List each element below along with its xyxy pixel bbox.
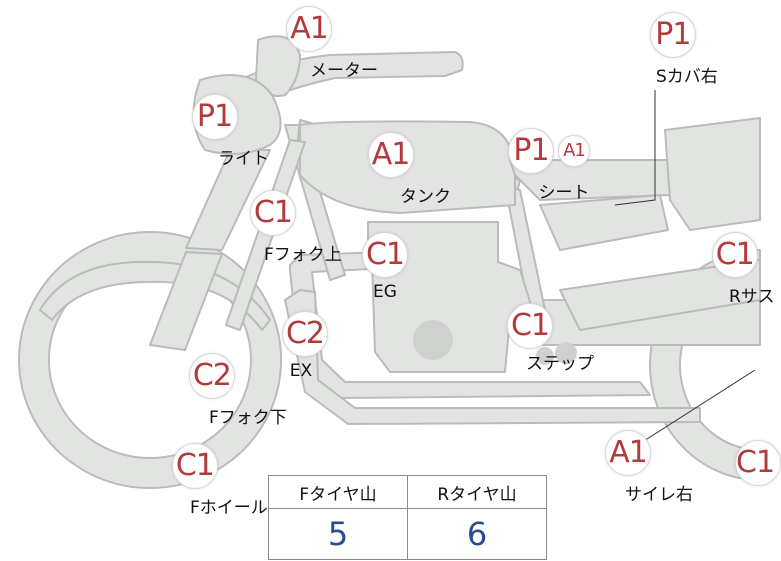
part-muffler-right[interactable]: A1 サイレ右 — [563, 430, 693, 505]
engine-label: EG — [373, 282, 397, 302]
exhaust-label: EX — [289, 361, 313, 381]
rear-frame-shape — [559, 259, 761, 331]
fork-upper-grade: C1 — [249, 190, 296, 236]
part-exhaust[interactable]: C2 EX — [282, 311, 328, 381]
muffler-label: サイレ右 — [625, 485, 693, 505]
part-rear-wheel[interactable]: C1 — [735, 440, 781, 486]
fork-lower-label: Fフォク下 — [209, 408, 287, 428]
light-grade: P1 — [191, 94, 238, 140]
seat-grade: P1 — [508, 128, 554, 174]
exhaust-pipe-lower — [284, 289, 701, 425]
part-meter[interactable]: A1 メーター — [240, 6, 378, 81]
exhaust-grade: C2 — [282, 311, 328, 357]
part-light[interactable]: P1 ライト — [160, 94, 269, 169]
part-tank[interactable]: A1 タンク — [330, 132, 451, 207]
rear-sus-grade: C1 — [711, 232, 758, 278]
tank-grade: A1 — [367, 132, 414, 178]
front-fork-lower — [149, 251, 223, 351]
rear-wheel-grade: C1 — [735, 440, 781, 486]
step-grade: C1 — [507, 303, 553, 349]
engine-grade: C1 — [362, 232, 408, 278]
rear-sus-label: Rサス — [729, 287, 775, 307]
front-wheel-grade: C1 — [171, 443, 218, 489]
part-step[interactable]: C1 ステップ — [466, 303, 594, 374]
tire-tread-table: Fタイヤ山 Rタイヤ山 5 6 — [268, 475, 547, 560]
part-seat[interactable]: P1 A1 シート — [508, 128, 590, 203]
seat-label: シート — [538, 183, 590, 203]
part-fork-lower[interactable]: C2 Fフォク下 — [137, 353, 287, 428]
part-fork-upper[interactable]: C1 Fフォク上 — [204, 190, 342, 265]
muffler-grade: A1 — [605, 430, 651, 476]
meter-label: メーター — [310, 61, 378, 81]
side-cover-shape — [539, 194, 669, 251]
front-wheel-label: Fホイール — [190, 498, 268, 518]
motorcycle-illustration — [18, 35, 761, 489]
part-rear-suspension[interactable]: C1 Rサス — [695, 232, 774, 307]
part-engine[interactable]: C1 EG — [362, 232, 408, 302]
rear-tire-value: 6 — [407, 508, 547, 560]
seat-grade-extra: A1 — [558, 135, 590, 167]
light-label: ライト — [218, 149, 269, 169]
fork-upper-label: Fフォク上 — [264, 245, 342, 265]
side-cover-label: Sカバ右 — [656, 67, 718, 87]
front-tire-header: Fタイヤ山 — [268, 475, 408, 509]
part-front-wheel[interactable]: C1 Fホイール — [122, 443, 268, 518]
step-label: ステップ — [526, 354, 594, 374]
side-cover-grade: P1 — [649, 12, 696, 58]
front-tire-value: 5 — [268, 508, 408, 560]
meter-grade: A1 — [286, 6, 332, 52]
rear-tire-header: Rタイヤ山 — [407, 475, 547, 509]
part-side-cover-right[interactable]: P1 Sカバ右 — [628, 12, 718, 87]
tail-shape — [664, 117, 761, 231]
fork-lower-grade: C2 — [188, 353, 235, 399]
tank-label: タンク — [400, 187, 451, 207]
